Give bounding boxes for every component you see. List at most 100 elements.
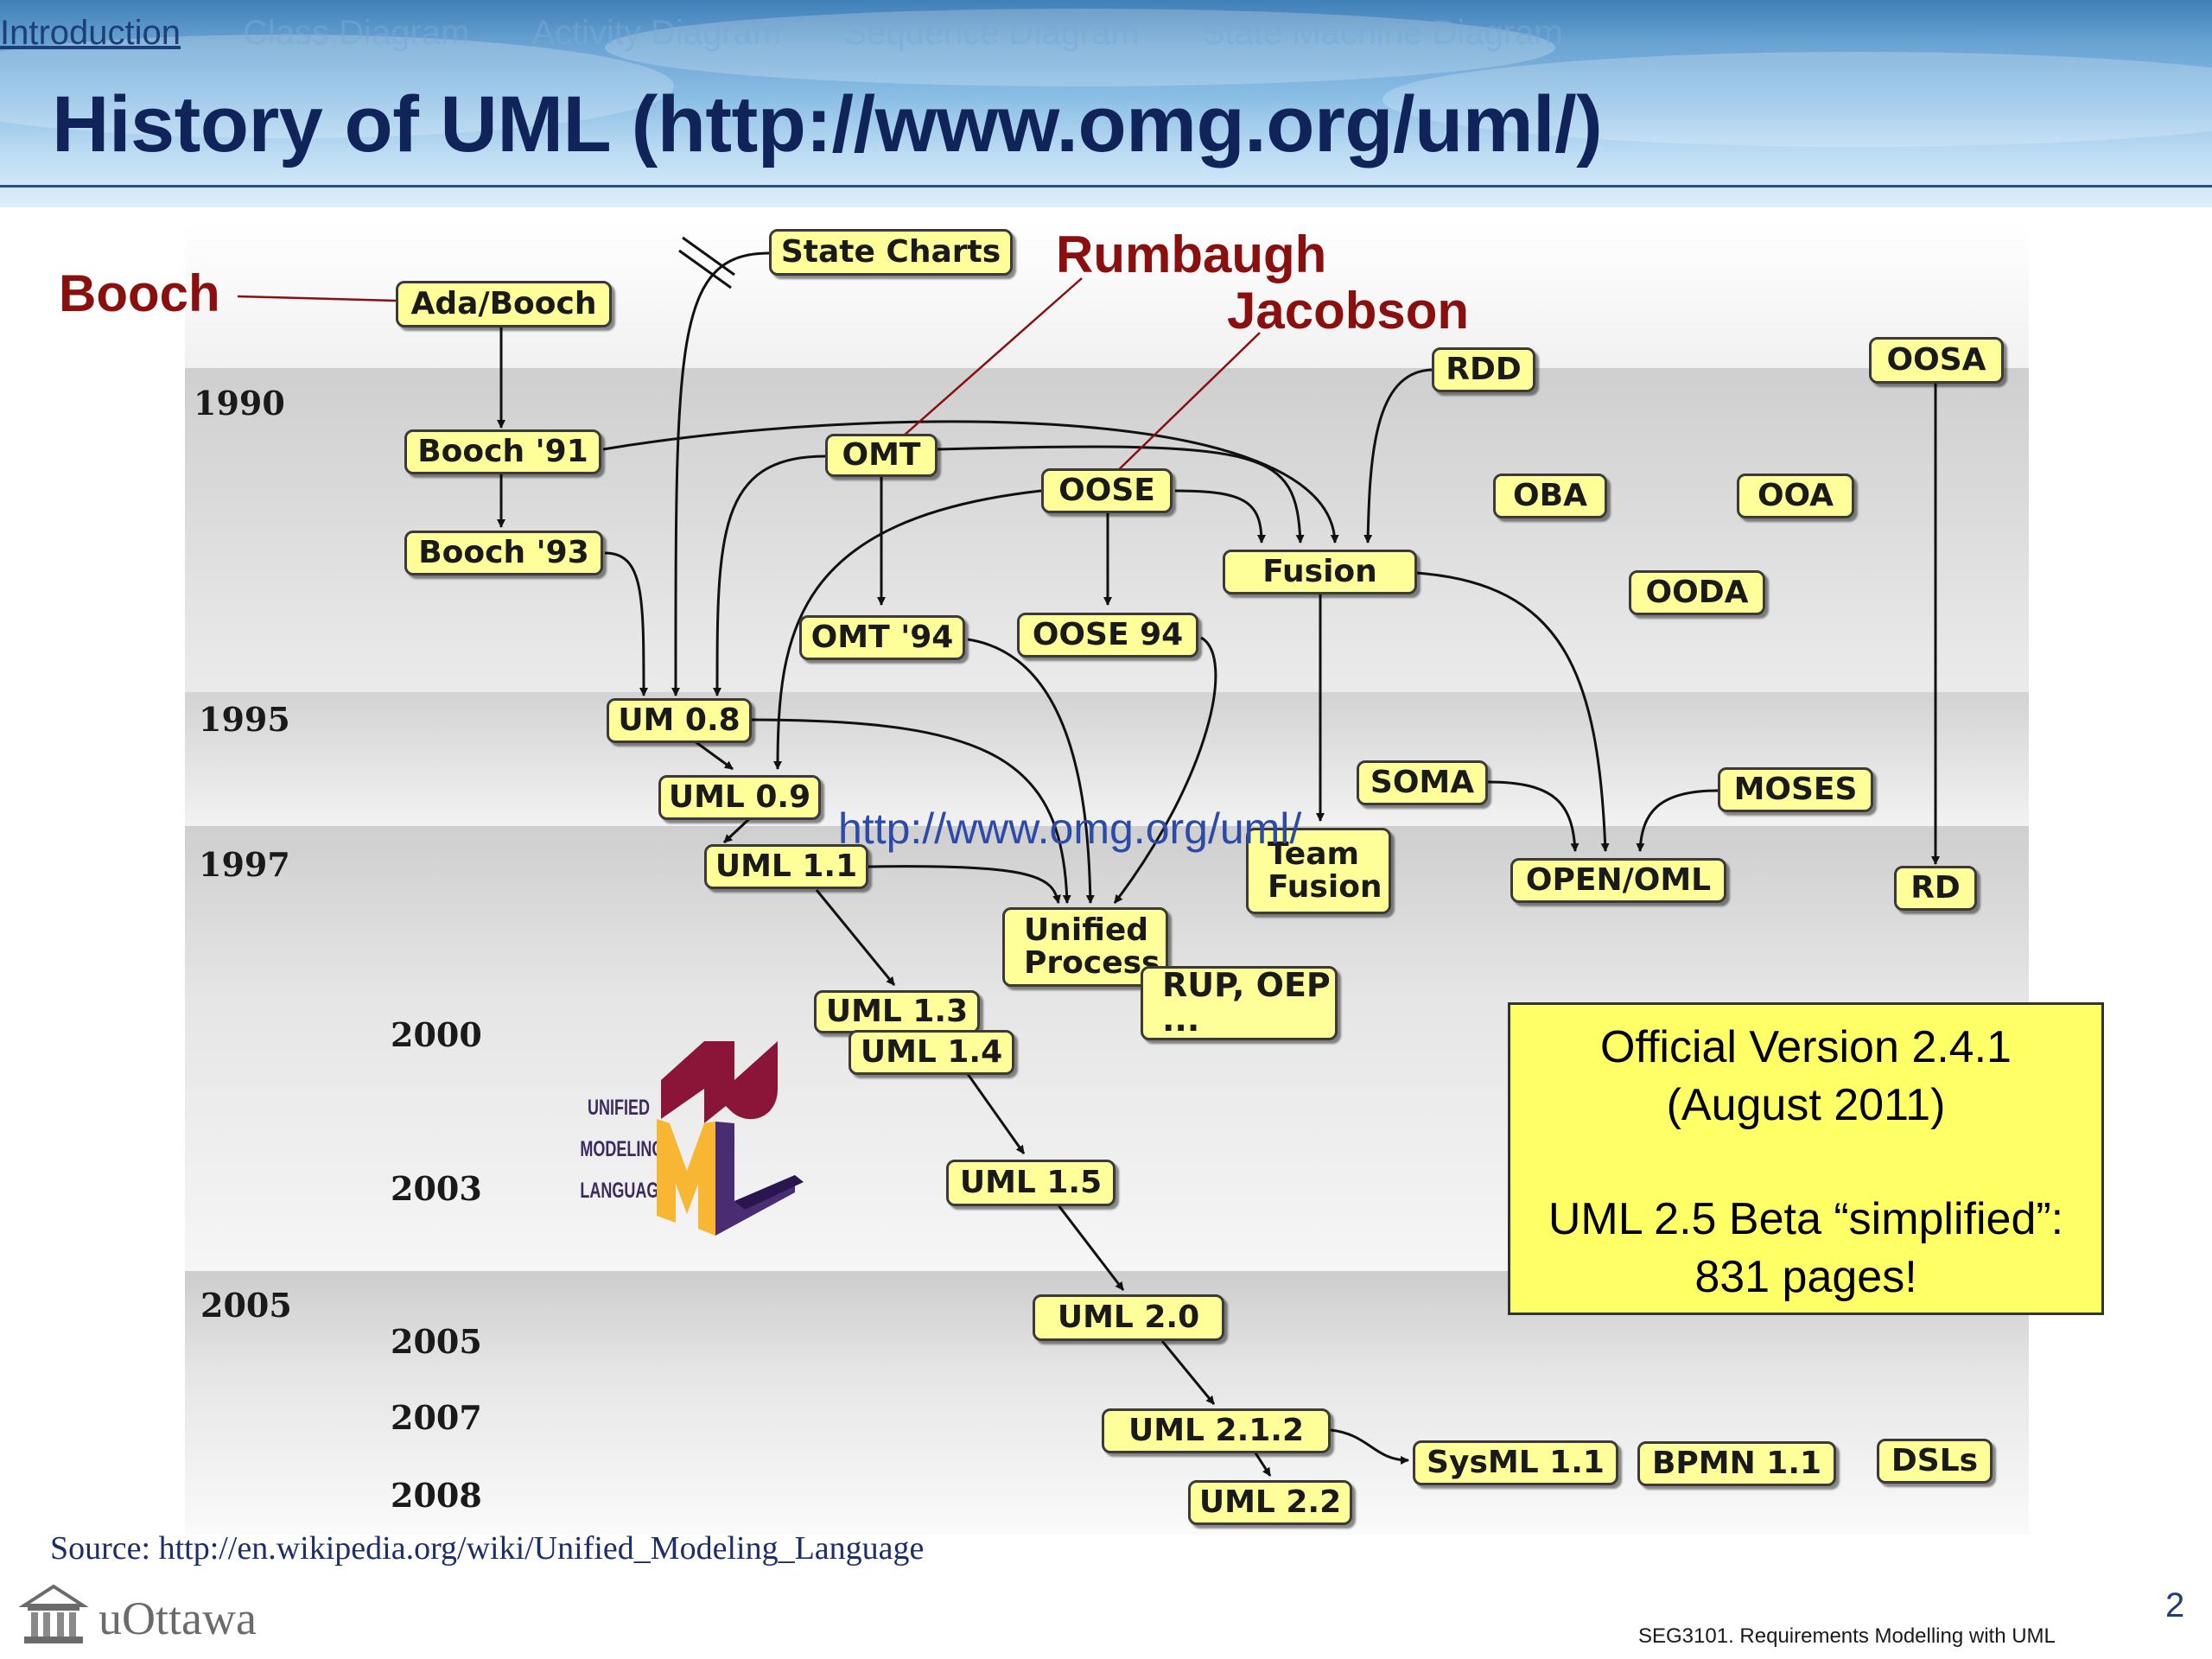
arrow-oose-fusion (1174, 489, 1266, 543)
arrow-oose-uml09 (773, 489, 1042, 770)
footer-course-title: SEG3101. Requirements Modelling with UML (1638, 1624, 2056, 1648)
callout-line1: Official Version 2.4.1 (1600, 1022, 2012, 1072)
arrow-uml15-uml20 (1057, 1205, 1125, 1291)
node-unified-process-line2: Process (1024, 945, 1160, 981)
node-oose: OOSE (1041, 468, 1173, 513)
source-citation: Source: http://en.wikipedia.org/wiki/Uni… (50, 1530, 925, 1567)
arrow-booch91-fusion (602, 420, 1339, 543)
slide-header: Introduction Class Diagram Activity Diag… (0, 0, 2212, 207)
official-version-callout: Official Version 2.4.1 (August 2011) UML… (1508, 1002, 2104, 1315)
year-2008: 2008 (391, 1476, 482, 1515)
year-2000: 2000 (391, 1015, 482, 1054)
header-wave-decoration (1382, 52, 2212, 147)
node-fusion: Fusion (1223, 550, 1417, 594)
node-moses: MOSES (1718, 767, 1873, 812)
year-2005: 2005 (391, 1322, 482, 1361)
node-um-0-8: UM 0.8 (607, 698, 752, 743)
arrow-uml14-uml15 (966, 1073, 1026, 1154)
node-ada-booch: Ada/Booch (396, 281, 612, 327)
node-state-charts: State Charts (769, 229, 1013, 276)
tab-introduction[interactable]: Introduction (0, 14, 181, 52)
arrow-uml11-unifiedprocess (868, 865, 1061, 904)
node-uml-2-0: UML 2.0 (1033, 1294, 1224, 1341)
arrow-booch93-um08 (604, 551, 648, 696)
arrow-omt94-unifiedprocess (967, 638, 1095, 904)
year-1990: 1990 (194, 384, 285, 423)
arrow-omt-fusion (937, 445, 1305, 543)
header-wave-decoration (605, 9, 1555, 86)
arrow-um08-uml09 (690, 737, 734, 771)
node-team-fusion-line1: Team (1268, 836, 1359, 873)
node-uml-0-9: UML 0.9 (658, 775, 821, 820)
leader-booch (237, 295, 397, 302)
node-oba: OBA (1493, 474, 1607, 518)
page-number: 2 (2165, 1586, 2185, 1624)
uml-logo-line1: UNIFIED (588, 1096, 650, 1120)
node-uml-1-1: UML 1.1 (704, 844, 868, 889)
node-uml-1-4: UML 1.4 (849, 1030, 1014, 1075)
title-divider (0, 185, 2212, 188)
arrow-statecharts-um08 (671, 251, 770, 696)
uml-logo-mark (657, 1041, 804, 1236)
uottawa-wordmark: uOttawa (99, 1592, 257, 1644)
leader-jacobson (1109, 332, 1261, 479)
slide-nav: Introduction Class Diagram Activity Diag… (0, 7, 1625, 67)
year-2005-band: 2005 (200, 1286, 292, 1325)
node-open-oml: OPEN/OML (1510, 858, 1726, 903)
arrow-um08-unifiedprocess (751, 718, 1071, 904)
node-oose-94: OOSE 94 (1017, 613, 1198, 658)
node-uml-1-5: UML 1.5 (946, 1160, 1116, 1206)
callout-line2: (August 2011) (1666, 1079, 1946, 1130)
arrow-uml11-uml13 (815, 889, 896, 986)
node-booch-91: Booch '91 (404, 429, 601, 474)
header-wave-decoration (0, 35, 674, 138)
year-1997: 1997 (199, 845, 290, 884)
node-rd: RD (1894, 866, 1977, 911)
node-dsls: DSLs (1877, 1439, 1993, 1484)
node-ooa: OOA (1737, 474, 1854, 518)
node-ooda: OODA (1629, 570, 1765, 615)
arrow-rdd-fusion (1363, 368, 1433, 543)
year-2007: 2007 (391, 1398, 482, 1437)
year-1995: 1995 (199, 700, 290, 739)
node-rup-oep-line1: RUP, OEP (1162, 966, 1331, 1005)
node-bpmn-1-1: BPMN 1.1 (1637, 1441, 1836, 1486)
arrow-uml20-uml212 (1160, 1340, 1216, 1405)
university-building-icon (19, 1584, 88, 1643)
tab-state-machine-diagram[interactable]: State Machine Diagram (1201, 14, 1563, 52)
arrow-uml212-sysml (1330, 1428, 1409, 1465)
page-title: History of UML (http://www.omg.org/uml/) (52, 80, 1603, 168)
callout-line4: 831 pages! (1694, 1251, 1917, 1302)
node-rdd: RDD (1432, 347, 1535, 392)
callout-line3: UML 2.5 Beta “simplified”: (1548, 1194, 2064, 1245)
node-booch-93: Booch '93 (404, 531, 603, 575)
node-uml-2-1-2: UML 2.1.2 (1102, 1408, 1331, 1453)
node-omt-94: OMT '94 (799, 615, 965, 660)
arrow-moses-openoml (1636, 789, 1719, 852)
node-sysml-1-1: SysML 1.1 (1413, 1440, 1618, 1485)
omg-url-link[interactable]: http://www.omg.org/uml/ (838, 804, 1302, 853)
uottawa-logo: uOttawa (19, 1580, 313, 1649)
arrow-oose94-unifiedprocess (1113, 636, 1217, 904)
node-oosa: OOSA (1869, 337, 2004, 384)
label-rumbaugh: Rumbaugh (1056, 226, 1327, 283)
tab-class-diagram[interactable]: Class Diagram (243, 14, 470, 52)
arrow-uml09-uml11 (722, 815, 753, 844)
label-booch: Booch (59, 264, 220, 322)
tab-activity-diagram[interactable]: Activity Diagram (531, 14, 782, 52)
node-uml-1-3: UML 1.3 (814, 990, 980, 1033)
label-jacobson: Jacobson (1227, 282, 1470, 340)
year-2003: 2003 (391, 1169, 482, 1208)
node-rup-oep: RUP, OEP... (1141, 966, 1338, 1040)
node-rup-oep-line2: ... (1162, 1001, 1200, 1039)
statecharts-break-mark (678, 236, 735, 289)
uml-logo: UNIFIED MODELING LANGUAGE (553, 1028, 812, 1244)
tab-sequence-diagram[interactable]: Sequence Diagram (843, 14, 1140, 52)
arrow-uml212-uml22 (1253, 1451, 1272, 1477)
node-uml-2-2: UML 2.2 (1188, 1480, 1352, 1525)
callout-spacer (1510, 1134, 2101, 1191)
arrow-omt-um08 (713, 454, 826, 696)
node-team-fusion-line2: Fusion (1268, 869, 1382, 905)
